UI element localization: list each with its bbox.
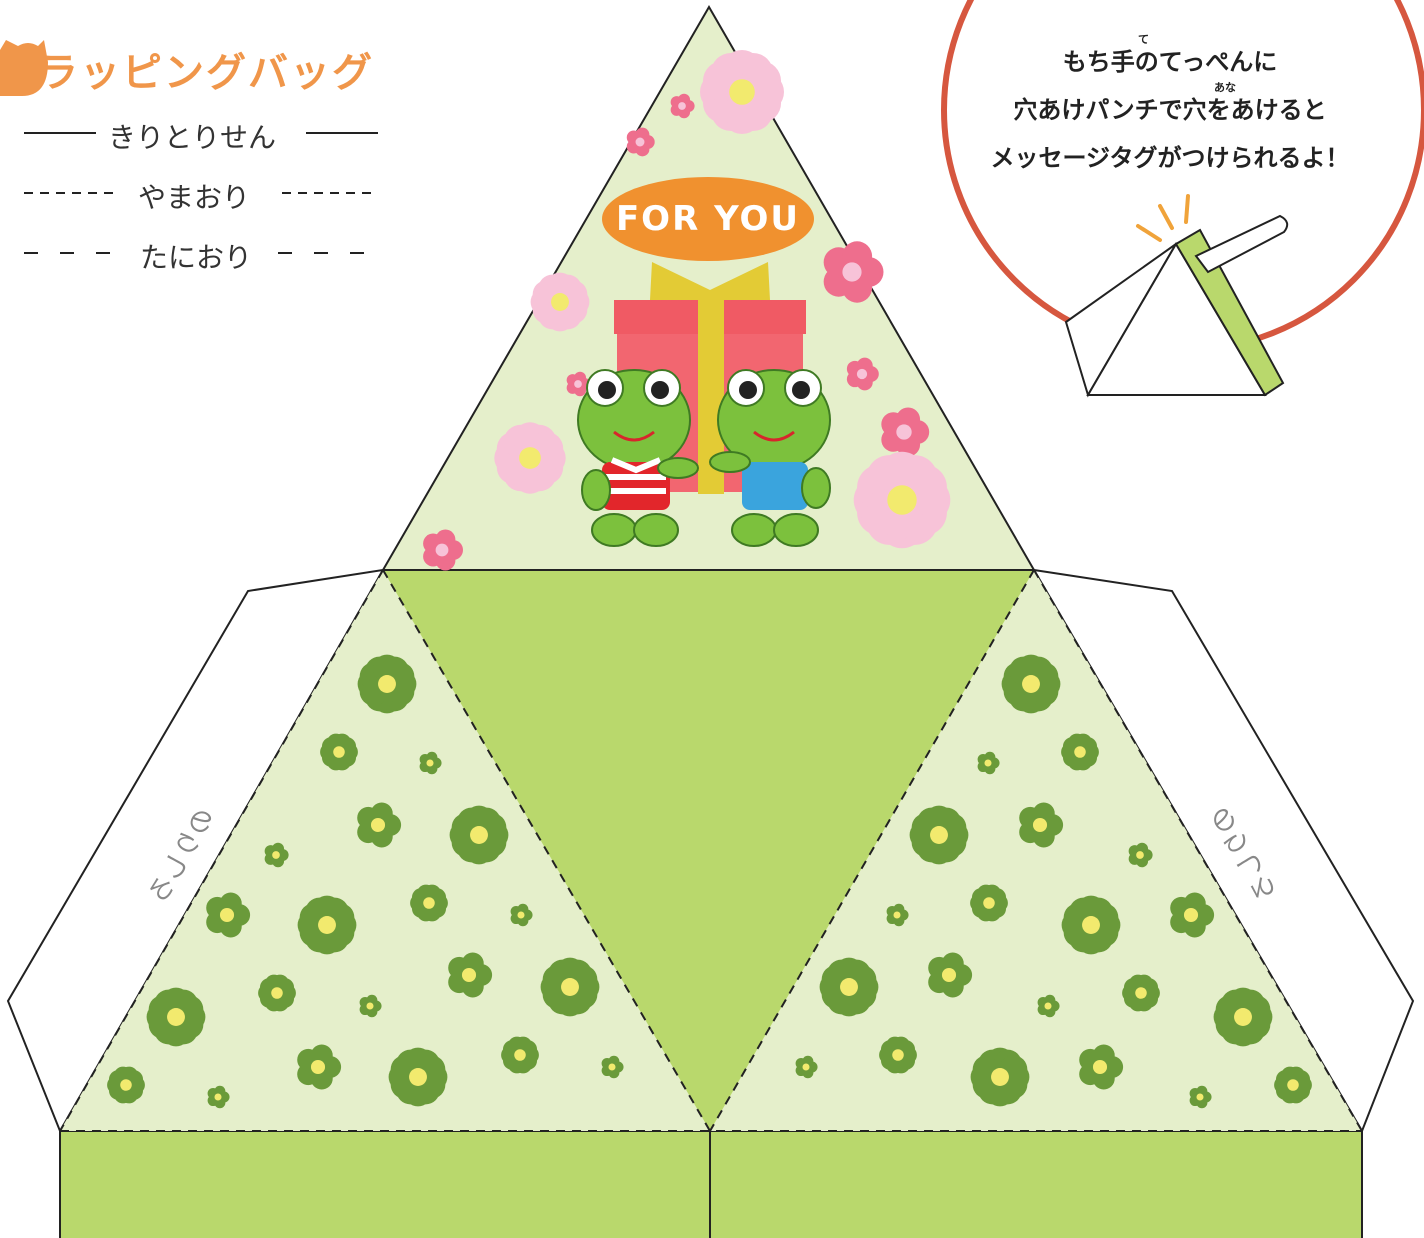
flower-icon xyxy=(1213,987,1273,1047)
flower-icon xyxy=(1019,802,1064,848)
ruby-ana: あな xyxy=(1214,81,1236,94)
green-flower-pattern xyxy=(107,654,1312,1109)
pink-flowers xyxy=(423,50,951,571)
flower-icon xyxy=(357,654,417,714)
flower-icon xyxy=(449,805,509,865)
flower-icon xyxy=(410,884,448,922)
flower-icon xyxy=(909,805,969,865)
flower-icon xyxy=(879,1036,917,1074)
legend-valley-label: たにおり xyxy=(140,241,253,274)
flower-icon xyxy=(494,422,566,494)
ribbon-bow xyxy=(650,262,770,302)
flower-icon xyxy=(388,1047,448,1107)
flower-icon xyxy=(601,1055,624,1079)
flower-icon xyxy=(823,241,884,303)
legend-cut-label: きりとりせん xyxy=(108,121,277,154)
base-panel-left xyxy=(59,1130,711,1238)
flower-icon xyxy=(264,842,289,868)
flower-icon xyxy=(510,903,533,927)
flower-icon xyxy=(1037,994,1060,1018)
flower-icon xyxy=(540,957,600,1017)
tip-line-3: メッセージタグがつけられるよ！ xyxy=(990,144,1350,172)
flower-icon xyxy=(700,50,784,134)
flower-icon xyxy=(1128,842,1153,868)
frog-icon xyxy=(577,369,831,547)
legend-mountain-label: やまおり xyxy=(138,181,251,214)
flower-icon xyxy=(530,272,590,332)
flower-icon xyxy=(626,127,655,157)
flower-icon xyxy=(886,903,909,927)
title-text: ラッピングバッグ xyxy=(38,50,374,96)
flower-icon xyxy=(207,1085,230,1109)
flower-icon xyxy=(970,884,1008,922)
base-panel-right xyxy=(709,1130,1363,1238)
clip-icon xyxy=(1064,194,1289,398)
flower-icon xyxy=(977,751,1000,775)
flower-icon xyxy=(359,994,382,1018)
flower-icon xyxy=(819,957,879,1017)
flower-icon xyxy=(297,1044,342,1090)
flower-icon xyxy=(206,892,251,938)
flower-icon xyxy=(881,407,930,457)
flower-icon xyxy=(1122,974,1160,1012)
cat-head-icon xyxy=(0,40,48,96)
flower-icon xyxy=(501,1036,539,1074)
flower-icon xyxy=(928,952,973,998)
flower-icon xyxy=(297,895,357,955)
legend-mountain: やまおり xyxy=(0,176,360,214)
title: ラッピングバッグ xyxy=(0,38,396,98)
flower-icon xyxy=(795,1055,818,1079)
flower-icon xyxy=(107,1066,145,1104)
flower-icon xyxy=(1274,1066,1312,1104)
center-panel xyxy=(383,570,1034,1131)
legend-cut: きりとりせん xyxy=(0,116,360,154)
flower-icon xyxy=(853,451,951,549)
flower-icon xyxy=(146,987,206,1047)
flower-icon xyxy=(448,952,493,998)
flower-icon xyxy=(1001,654,1061,714)
tip-line-2: 穴あけパンチで穴をあけると xyxy=(1013,96,1327,124)
fold-lines xyxy=(59,569,1363,1132)
flower-icon xyxy=(846,357,879,391)
flower-icon xyxy=(670,93,695,119)
flower-icon xyxy=(419,751,442,775)
flower-icon xyxy=(1061,895,1121,955)
flower-icon xyxy=(320,733,358,771)
for-you-bubble xyxy=(602,177,814,261)
legend-lines xyxy=(24,132,378,254)
legend-valley: たにおり xyxy=(0,236,360,274)
tip-note: て あな もち手のてっぺんに 穴あけパンチで穴をあけると メッセージタグがつけら… xyxy=(960,34,1380,182)
ruby-te: て xyxy=(1138,33,1149,46)
flower-icon xyxy=(970,1047,1030,1107)
tip-line-1: もち手のてっぺんに xyxy=(1062,48,1278,76)
flower-icon xyxy=(1189,1085,1212,1109)
flower-icon xyxy=(1170,892,1215,938)
flower-icon xyxy=(1061,733,1099,771)
flower-icon xyxy=(258,974,296,1012)
flower-icon xyxy=(423,529,463,571)
flower-icon xyxy=(357,802,402,848)
flower-icon xyxy=(1079,1044,1124,1090)
for-you-label: FOR YOU xyxy=(615,199,801,239)
